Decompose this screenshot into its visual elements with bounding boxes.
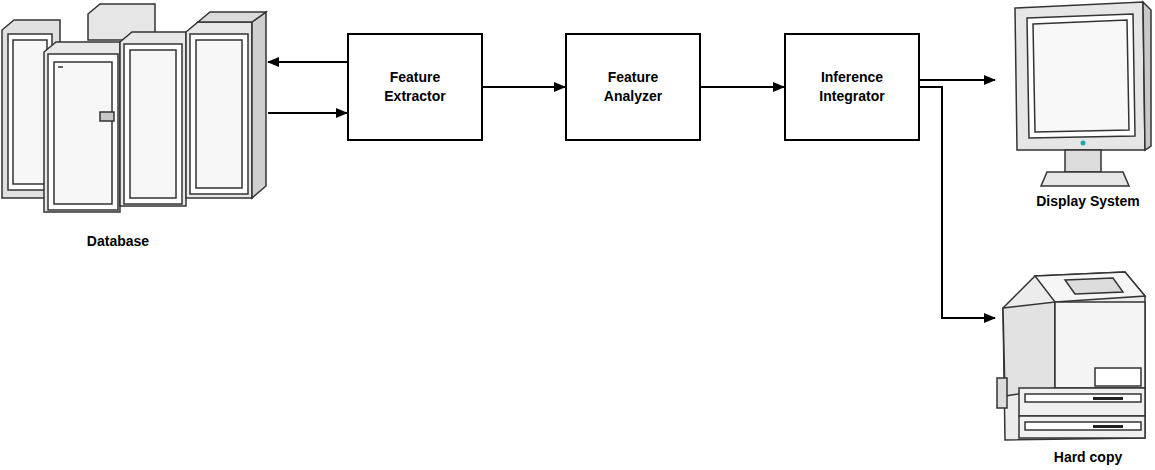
display-node: Display System: [995, 0, 1155, 236]
monitor-illustration: [995, 0, 1155, 195]
arrow-connector: [268, 112, 347, 114]
arrow-connector: [920, 87, 995, 318]
arrow-connector: [268, 61, 347, 63]
process-box: Feature Extractor: [347, 33, 483, 141]
arrow-connector: [920, 79, 995, 81]
server-illustration: [0, 0, 268, 215]
printer-illustration: [995, 268, 1155, 446]
printer-node: Hard copy: [995, 268, 1155, 468]
database-node: Database: [0, 0, 268, 258]
arrow-connector: [483, 86, 565, 88]
box-label: Feature Extractor: [359, 68, 471, 106]
node-label: Database: [0, 232, 236, 251]
arrow-connector: [701, 86, 784, 88]
node-label: Hard copy: [1017, 448, 1155, 467]
box-label: Inference Integrator: [796, 68, 908, 106]
process-box: Inference Integrator: [784, 33, 920, 141]
process-box: Feature Analyzer: [565, 33, 701, 141]
box-label: Feature Analyzer: [577, 68, 689, 106]
node-label: Display System: [1017, 192, 1155, 211]
